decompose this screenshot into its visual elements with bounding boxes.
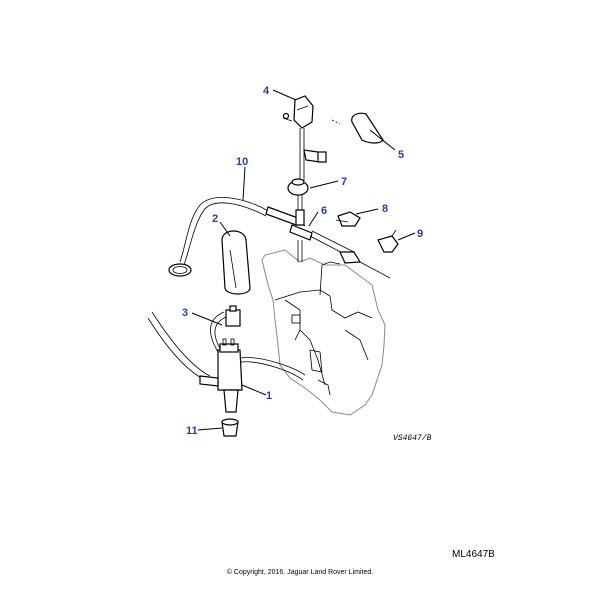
leader-lines bbox=[191, 89, 416, 431]
grommet-11 bbox=[221, 418, 239, 437]
callout-11: 11 bbox=[186, 425, 198, 437]
drawing-number: ML4647B bbox=[452, 549, 495, 560]
washer-pump-1 bbox=[199, 338, 306, 413]
copyright-notice: © Copyright, 2016. Jaguar Land Rover Lim… bbox=[226, 569, 374, 576]
tee-connector-6 bbox=[289, 209, 391, 279]
washer-jet-4 bbox=[282, 95, 327, 170]
non-return-valve-7 bbox=[287, 170, 309, 210]
harness-3 bbox=[147, 305, 241, 381]
callout-labels: 1 2 3 4 5 6 7 8 9 10 11 bbox=[182, 85, 423, 437]
callout-4: 4 bbox=[263, 85, 270, 97]
clip-9 bbox=[377, 229, 399, 253]
callout-1: 1 bbox=[266, 390, 272, 402]
callout-6: 6 bbox=[321, 205, 327, 217]
callout-3: 3 bbox=[182, 307, 188, 319]
washer-reservoir bbox=[261, 249, 386, 416]
callout-8: 8 bbox=[382, 203, 388, 215]
callout-10: 10 bbox=[236, 156, 248, 168]
callout-2: 2 bbox=[212, 213, 218, 225]
callout-7: 7 bbox=[341, 176, 347, 188]
clip-8 bbox=[335, 211, 361, 227]
callout-5: 5 bbox=[398, 149, 404, 161]
jet-cover-5 bbox=[331, 112, 384, 144]
pump-cover-2 bbox=[221, 230, 251, 295]
callout-9: 9 bbox=[417, 228, 423, 240]
view-code: VS4647/B bbox=[393, 434, 432, 443]
hose-10 bbox=[168, 197, 306, 277]
